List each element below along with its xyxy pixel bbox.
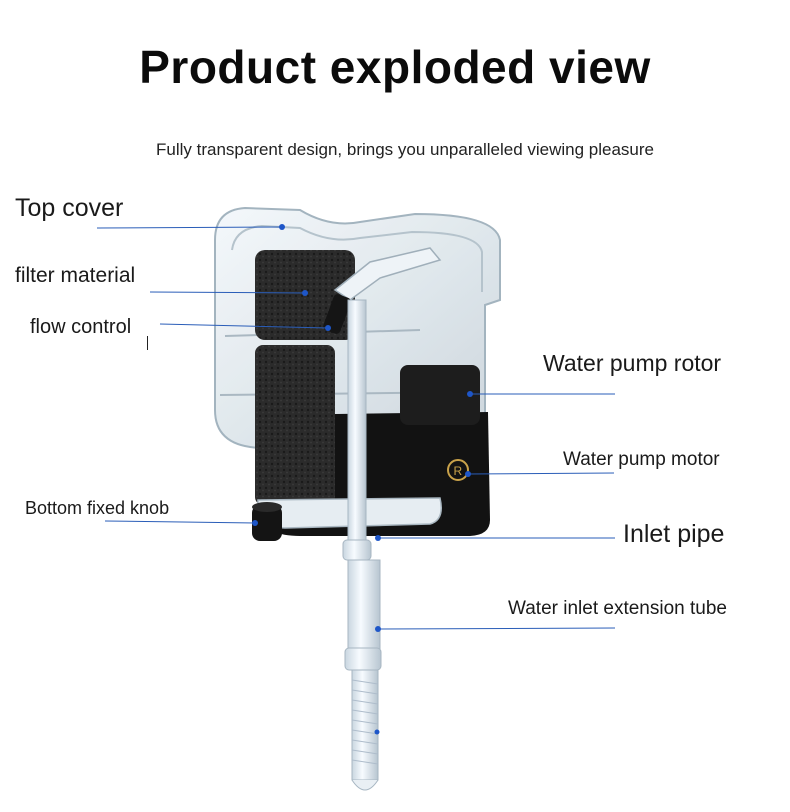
- text-cursor: [147, 336, 148, 350]
- leader-top-cover: [96, 226, 283, 229]
- flow-control-knob: [323, 294, 351, 334]
- label-water-pump-rotor: Water pump rotor: [543, 350, 722, 376]
- leader-bottom-fixed-knob: [104, 520, 256, 524]
- leader-filter-material-dot: [302, 290, 308, 296]
- label-bottom-fixed-knob: Bottom fixed knob: [25, 498, 170, 518]
- leader-water-pump-rotor-dot: [467, 391, 473, 397]
- leader-bottom-fixed-knob-dot: [252, 520, 258, 526]
- leader-water-pump-motor-dot: [465, 471, 471, 477]
- registered-mark-icon: [447, 459, 469, 481]
- leader-lines: [96, 224, 616, 735]
- label-water-pump-motor: Water pump motor: [563, 449, 720, 470]
- water-pump-rotor: [400, 365, 480, 425]
- leader-flow-control-dot: [325, 325, 331, 331]
- bottom-fixed-knob: [252, 502, 282, 541]
- label-water-inlet-extension-tube: Water inlet extension tube: [508, 598, 727, 619]
- leader-water-inlet-extension-tube-dot: [375, 626, 381, 632]
- inlet-pipe: [342, 299, 372, 561]
- page-title: Product exploded view: [139, 41, 651, 93]
- leader-water-pump-motor: [467, 472, 615, 475]
- page-subtitle: Fully transparent design, brings you unp…: [155, 140, 654, 159]
- water-inlet-extension-tube: [344, 559, 382, 791]
- svg-text:R: R: [454, 464, 463, 478]
- leader-filter-material: [149, 291, 306, 294]
- leader-water-inlet-extension-tube: [377, 627, 616, 630]
- extension-tube-marker-dot: [374, 729, 380, 735]
- label-inlet-pipe: Inlet pipe: [623, 520, 725, 548]
- leader-flow-control: [159, 323, 329, 329]
- label-flow-control: flow control: [30, 316, 132, 338]
- label-filter-material: filter material: [15, 264, 136, 287]
- label-top-cover: Top cover: [15, 194, 124, 222]
- leader-top-cover-dot: [279, 224, 285, 230]
- leader-inlet-pipe-dot: [375, 535, 381, 541]
